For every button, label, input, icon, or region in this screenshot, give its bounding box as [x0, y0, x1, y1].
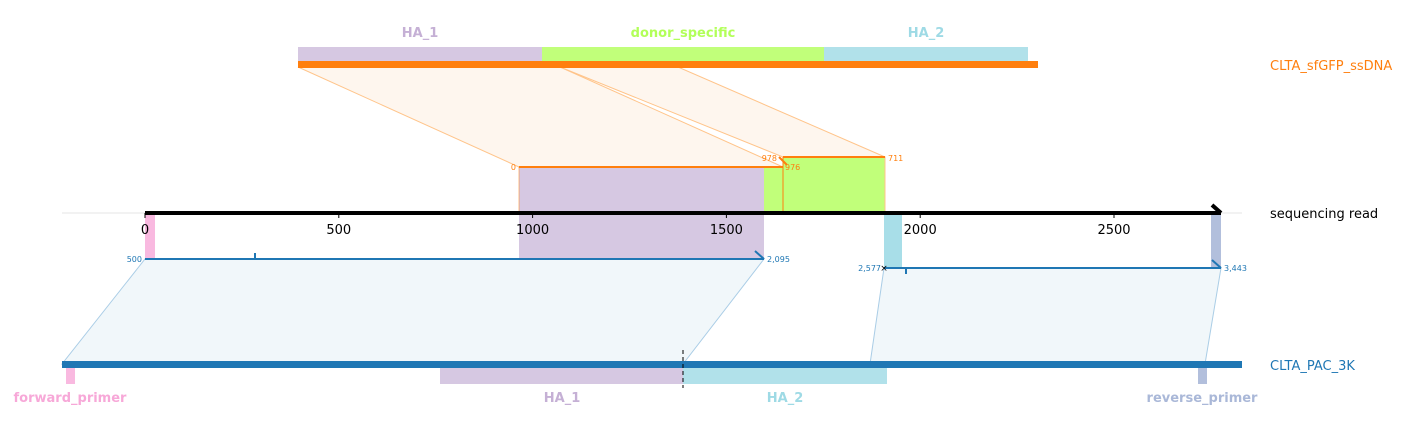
axis-tick-label: 0 — [141, 223, 149, 238]
reference-alignment-arrow-1 — [754, 250, 765, 260]
reference-alignment-arrow-2 — [1211, 259, 1222, 269]
ref-aln2-end-label: 3,443 — [1224, 264, 1247, 273]
reference-sequence-name: CLTA_PAC_3K — [1270, 359, 1355, 374]
donor-aln1-end-label: 978 — [762, 154, 777, 163]
donor-feature-ha2 — [824, 47, 1028, 62]
read-region-forward-primer — [145, 213, 155, 259]
axis-ticks: 0 500 1000 1500 2000 2500 — [141, 213, 1131, 238]
read-arrowhead — [1210, 203, 1223, 215]
ref-aln1-end-label: 2,095 — [767, 255, 790, 264]
donor-feature-label-ha2: HA_2 — [908, 26, 945, 41]
reference-alignment-x-marker: × — [880, 264, 888, 274]
read-sequence-name: sequencing read — [1270, 207, 1378, 222]
donor-aln2-end-label: 711 — [888, 154, 903, 163]
ref-feature-label-reverse-primer: reverse_primer — [1147, 391, 1259, 406]
axis-tick-label: 500 — [326, 223, 351, 238]
axis-tick-label: 2500 — [1097, 223, 1130, 238]
ref-feature-forward-primer — [66, 368, 75, 384]
donor-feature-label-ha1: HA_1 — [402, 26, 439, 41]
ref-feature-ha2 — [683, 368, 887, 384]
donor-feature-donor-specific — [542, 47, 824, 62]
reference-sequence-bar — [62, 361, 1242, 368]
ref-feature-label-forward-primer: forward_primer — [14, 391, 128, 406]
read-region-ha2 — [884, 213, 902, 268]
donor-sequence-name: CLTA_sfGFP_ssDNA — [1270, 59, 1392, 74]
reference-alignment-band-2 — [869, 267, 1222, 365]
reference-alignment-band-1 — [60, 258, 766, 365]
ref-aln1-start-label: 500 — [127, 255, 142, 264]
ref-aln2-start-label: 2,577 — [858, 264, 881, 273]
ref-feature-ha1 — [440, 368, 683, 384]
read-region-reverse-primer — [1211, 213, 1221, 268]
read-region-donor-specific-1 — [764, 167, 783, 213]
axis-tick-label: 1000 — [516, 223, 549, 238]
donor-aln1-start-label: 0 — [511, 163, 516, 172]
ref-feature-label-ha1: HA_1 — [544, 391, 581, 406]
ref-feature-reverse-primer — [1198, 368, 1207, 384]
axis-tick-label: 1500 — [710, 223, 743, 238]
donor-feature-ha1 — [298, 47, 542, 62]
donor-aln2-start-label: 976 — [785, 163, 800, 172]
ref-feature-label-ha2: HA_2 — [767, 391, 804, 406]
donor-feature-label-donor-specific: donor_specific — [631, 26, 736, 41]
axis-tick-label: 2000 — [904, 223, 937, 238]
donor-sequence-bar — [298, 61, 1038, 68]
